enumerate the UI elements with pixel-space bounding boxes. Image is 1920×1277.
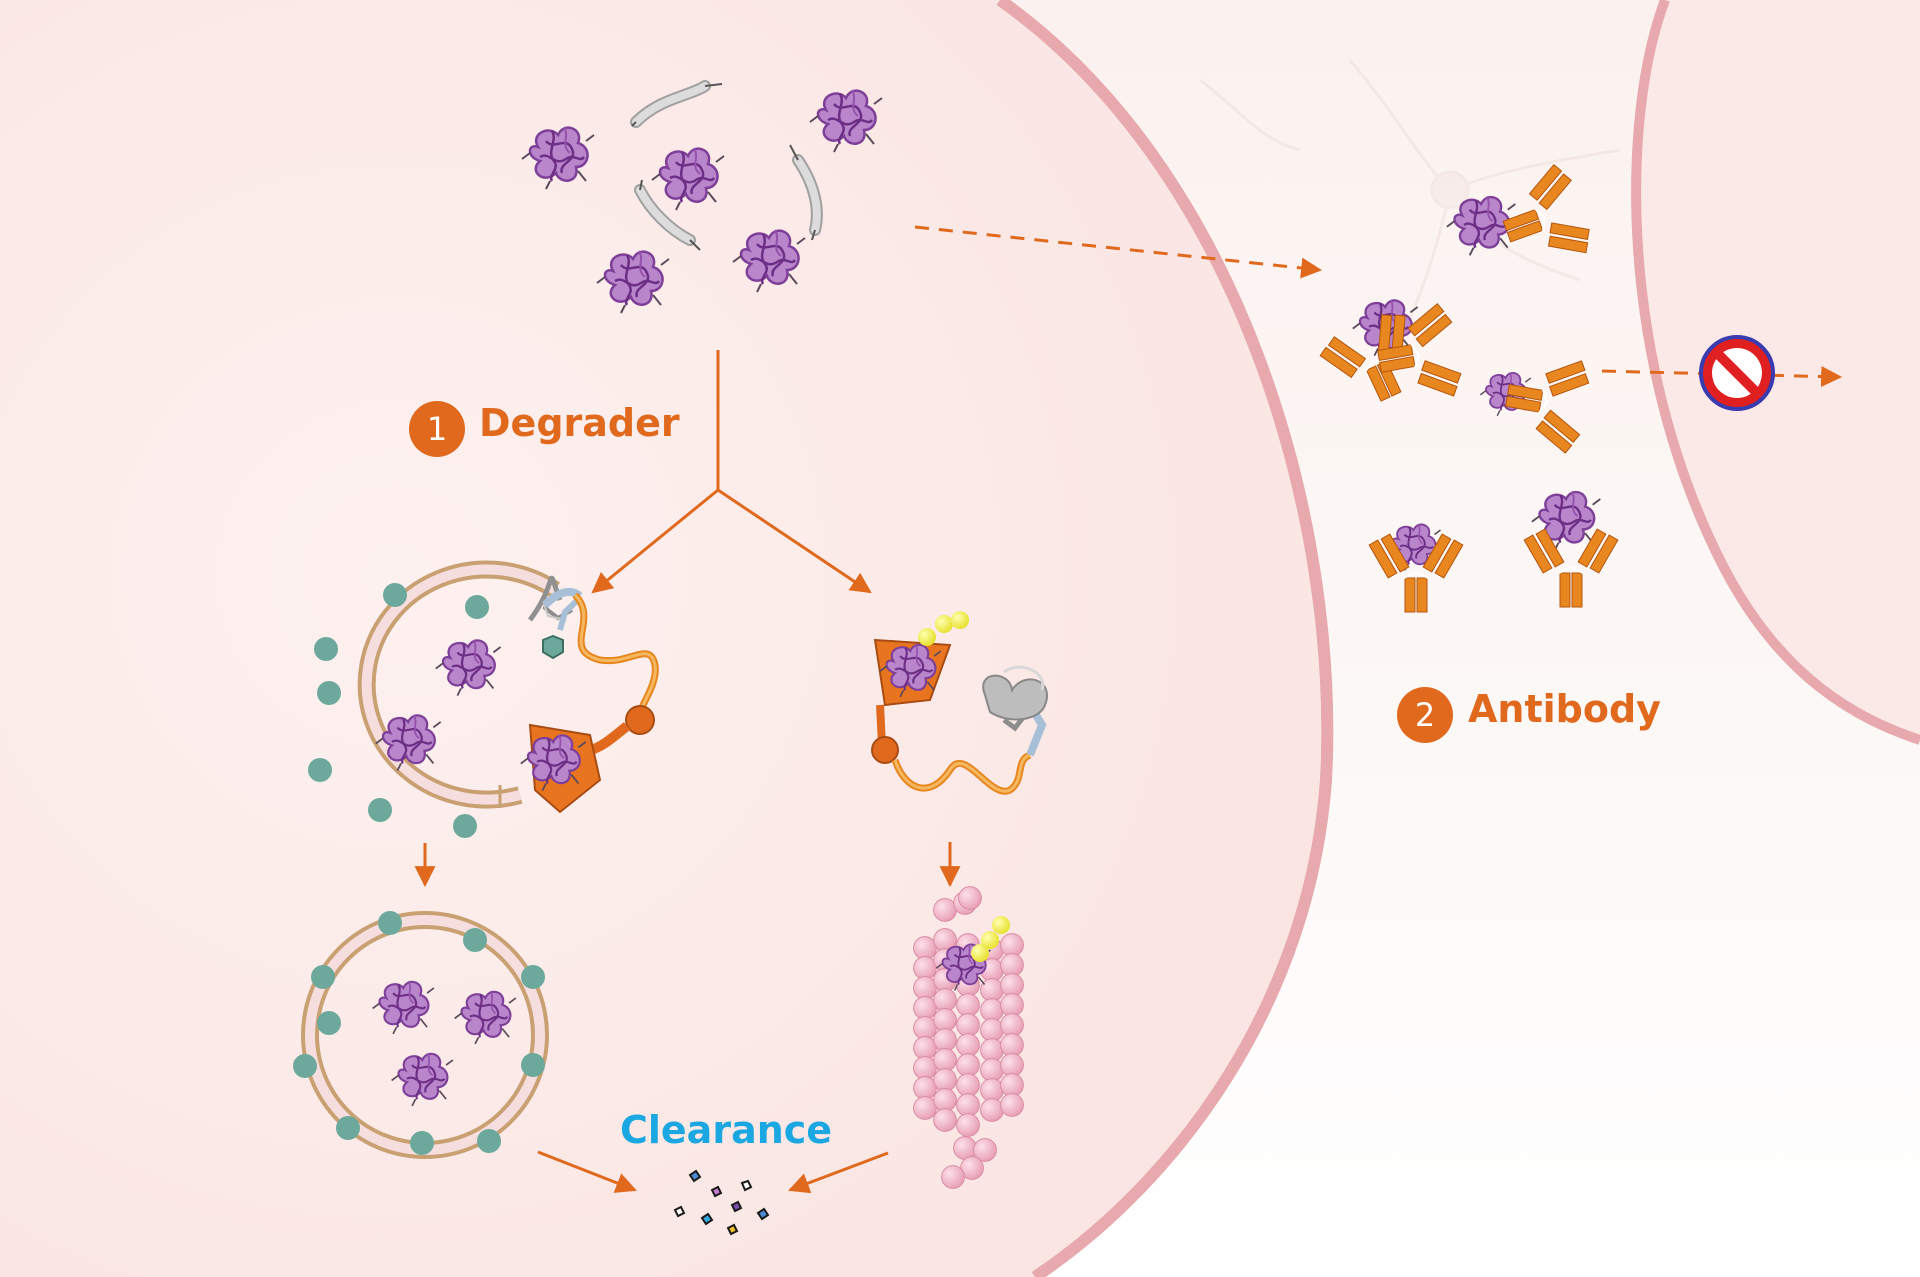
degrader-branch-arrows	[591, 350, 872, 594]
proteasome-column-5	[1000, 933, 1024, 1117]
teal-bead	[410, 1131, 434, 1155]
no-entry-icon	[1699, 335, 1775, 411]
teal-bead	[453, 814, 477, 838]
ubiquitin-icon	[935, 615, 953, 633]
teal-bead	[521, 1053, 545, 1077]
teal-bead	[521, 965, 545, 989]
neuron-silhouette	[1199, 59, 1621, 341]
ubiquitin-icon	[918, 628, 936, 646]
cell-membrane	[996, 0, 1334, 1277]
proteasome-icon	[913, 886, 1024, 1189]
clearance-debris	[673, 1169, 770, 1236]
degrader-label: Degrader	[479, 401, 680, 445]
degrader-step-number: 1	[409, 401, 465, 457]
antibody-arrows	[914, 225, 1843, 388]
degrader-molecule-icon	[519, 575, 659, 814]
teal-bead	[308, 758, 332, 782]
degrader-molecule-icon	[871, 611, 1048, 795]
teal-bead	[383, 583, 407, 607]
neighbor-cell-interior	[1636, 0, 1920, 740]
step-arrows	[414, 842, 961, 1194]
teal-bead	[317, 681, 341, 705]
teal-bead	[463, 928, 487, 952]
clearance-label: Clearance	[620, 1108, 833, 1152]
teal-bead	[465, 595, 489, 619]
teal-bead	[336, 1116, 360, 1140]
tau-fibrils	[630, 80, 823, 251]
lysosome-open	[308, 560, 560, 838]
teal-bead	[311, 965, 335, 989]
ubiquitin-icon	[992, 916, 1010, 934]
teal-bead	[314, 637, 338, 661]
tau-fibril-icon	[630, 80, 723, 128]
antibody-step-number: 2	[1397, 687, 1453, 743]
teal-bead	[317, 1011, 341, 1035]
cell-interior	[0, 0, 1328, 1277]
tau-fibril-icon	[634, 179, 701, 251]
proteasome-left-column	[913, 936, 937, 1120]
antibody-label: Antibody	[1468, 687, 1661, 731]
ubiquitin-icon	[971, 944, 989, 962]
teal-bead	[368, 798, 392, 822]
neighbor-cell-membrane	[1631, 0, 1920, 745]
ubiquitin-icon	[981, 931, 999, 949]
tau-fibril-icon	[789, 144, 823, 241]
ubiquitin-icon	[951, 611, 969, 629]
lysosome-closed	[293, 911, 549, 1159]
teal-bead	[293, 1054, 317, 1078]
teal-bead	[378, 911, 402, 935]
teal-bead	[477, 1129, 501, 1153]
